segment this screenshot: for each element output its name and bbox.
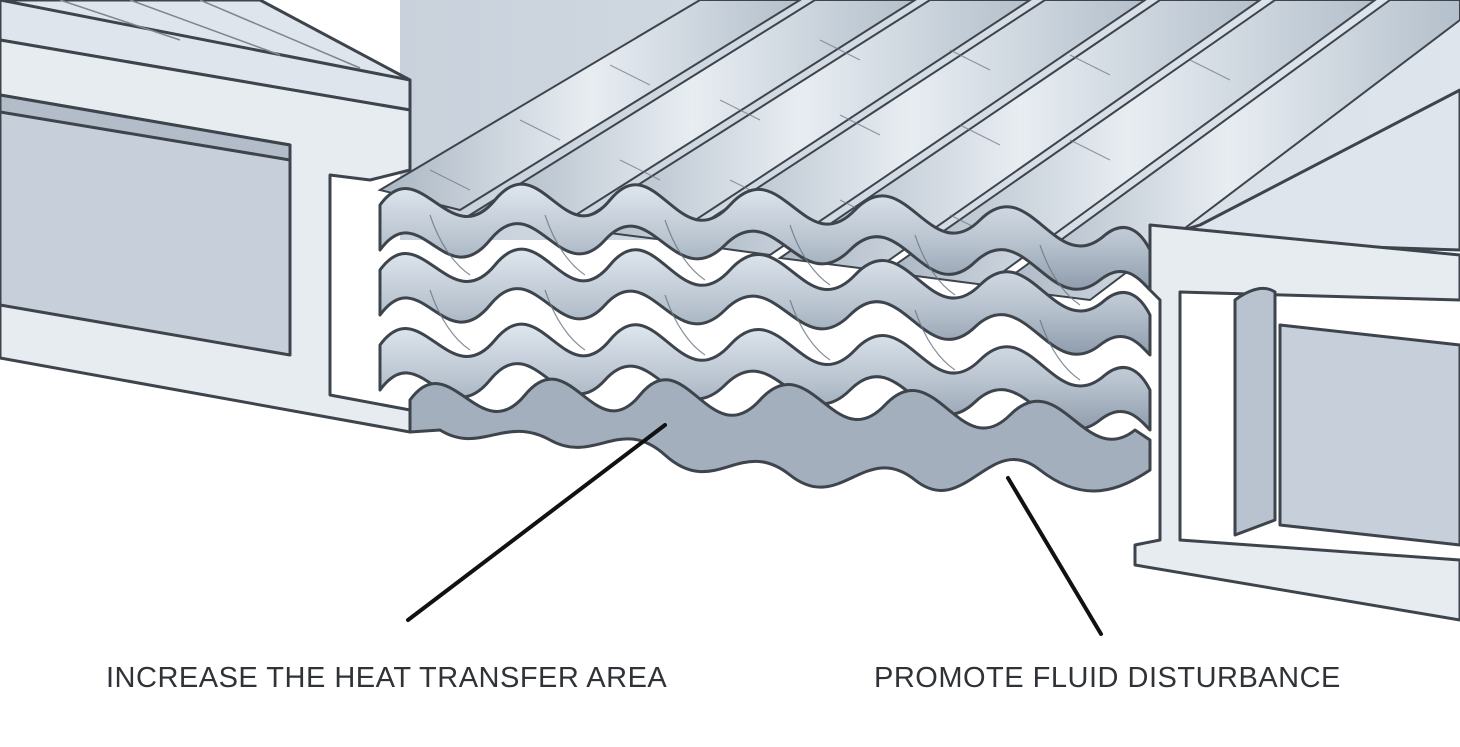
right-channel-plate [1133,88,1460,622]
corrugated-fin-layers [378,182,1152,493]
left-channel-plate [0,0,412,434]
fin-layer-4 [408,377,1152,493]
fin-layer-1 [378,182,1152,292]
fin-top-ridges [377,0,1460,302]
leader-line-left [406,423,667,622]
leader-line-right [1006,476,1103,636]
label-promote-fluid-disturbance: PROMOTE FLUID DISTURBANCE [874,662,1341,694]
fin-layer-2 [378,247,1152,357]
label-increase-heat-transfer-area: INCREASE THE HEAT TRANSFER AREA [106,662,668,694]
fin-layer-3 [378,322,1152,432]
